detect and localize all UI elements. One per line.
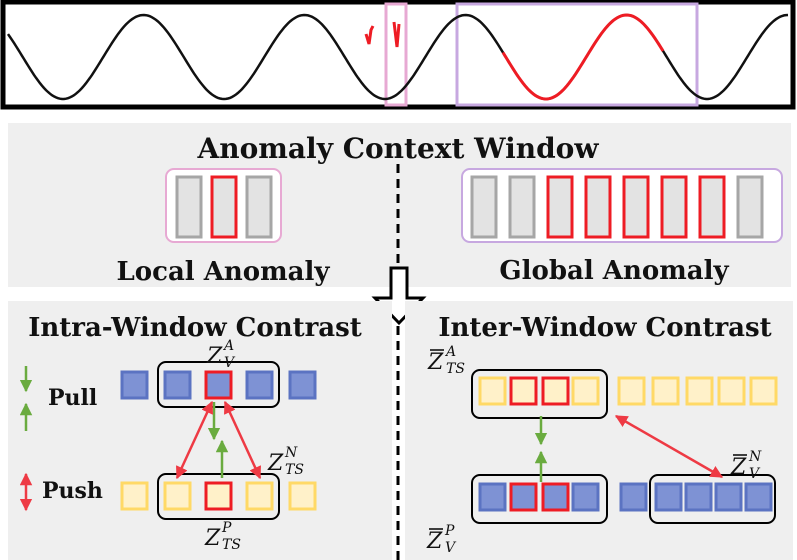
view-token-anomaly bbox=[541, 482, 570, 512]
local-token-normal bbox=[175, 175, 203, 239]
view-token-anomaly bbox=[204, 370, 233, 400]
context-window-panel: Anomaly Context Window Local Anomaly Glo… bbox=[8, 123, 791, 287]
intra-push-arrow-left bbox=[175, 400, 214, 480]
ts-token bbox=[571, 376, 600, 406]
inter-ts-anomaly-window-outline bbox=[471, 369, 608, 419]
view-token bbox=[684, 482, 713, 512]
local-anomaly-spike bbox=[364, 21, 401, 48]
symbol-z-v-a: Z A V bbox=[206, 338, 236, 371]
local-token-anomaly bbox=[210, 175, 238, 239]
global-token-normal bbox=[736, 175, 764, 239]
svg-text:Z: Z bbox=[427, 350, 444, 375]
ts-token bbox=[717, 376, 746, 406]
view-token bbox=[120, 370, 149, 400]
svg-text:A: A bbox=[222, 338, 234, 354]
view-token-anomaly bbox=[509, 482, 538, 512]
ts-token bbox=[651, 376, 680, 406]
global-token-anomaly bbox=[622, 175, 650, 239]
symbol-z-ts-p: Z P TS bbox=[204, 520, 241, 553]
global-token-row bbox=[470, 175, 764, 239]
ts-token-anomaly bbox=[509, 376, 538, 406]
svg-text:A: A bbox=[444, 344, 456, 360]
inter-push-arrow bbox=[614, 414, 724, 479]
ts-token bbox=[163, 481, 192, 511]
svg-text:P: P bbox=[444, 523, 455, 539]
ts-token bbox=[245, 481, 274, 511]
ts-token bbox=[749, 376, 778, 406]
svg-text:V: V bbox=[224, 355, 236, 371]
svg-text:N: N bbox=[748, 449, 762, 465]
svg-text:Z: Z bbox=[267, 451, 284, 476]
view-token bbox=[619, 482, 648, 512]
inter-view-anomaly-window-outline bbox=[471, 474, 608, 524]
svg-text:Z: Z bbox=[426, 529, 443, 554]
intra-window-title: Intra-Window Contrast bbox=[28, 313, 362, 343]
intra-push-arrow-right bbox=[223, 400, 262, 480]
intra-ts-window-outline bbox=[157, 473, 280, 520]
view-token bbox=[478, 482, 507, 512]
view-token bbox=[245, 370, 274, 400]
view-token bbox=[714, 482, 743, 512]
time-series-frame bbox=[0, 0, 796, 110]
symbol-zbar-v-p: Z P V bbox=[426, 523, 457, 556]
global-token-anomaly bbox=[660, 175, 688, 239]
ts-token bbox=[478, 376, 507, 406]
view-token bbox=[744, 482, 773, 512]
global-token-normal bbox=[470, 175, 498, 239]
local-anomaly-label: Local Anomaly bbox=[117, 257, 331, 287]
svg-text:V: V bbox=[445, 540, 457, 556]
pull-label: Pull bbox=[48, 385, 97, 411]
svg-text:TS: TS bbox=[222, 537, 241, 553]
ts-token bbox=[120, 481, 149, 511]
ts-token bbox=[685, 376, 714, 406]
view-token bbox=[288, 370, 317, 400]
svg-text:Z: Z bbox=[204, 526, 221, 551]
svg-text:TS: TS bbox=[446, 361, 465, 377]
symbol-z-ts-n: Z N TS bbox=[267, 445, 304, 478]
global-token-anomaly bbox=[698, 175, 726, 239]
svg-text:N: N bbox=[284, 445, 298, 461]
view-token bbox=[571, 482, 600, 512]
ts-token bbox=[288, 481, 317, 511]
inter-ts-token-row bbox=[478, 376, 778, 406]
push-label: Push bbox=[42, 478, 103, 504]
global-token-anomaly bbox=[584, 175, 612, 239]
global-token-normal bbox=[508, 175, 536, 239]
svg-text:V: V bbox=[749, 466, 761, 482]
inter-panel-bg bbox=[405, 301, 793, 560]
global-anomaly-label: Global Anomaly bbox=[499, 256, 729, 286]
contrast-panel: Intra-Window Contrast Inter-Window Contr… bbox=[8, 301, 793, 560]
local-anomaly-window bbox=[384, 2, 408, 107]
time-series-panel bbox=[0, 0, 796, 110]
global-anomaly-signal bbox=[501, 13, 665, 101]
inter-view-token-row bbox=[478, 482, 773, 512]
symbol-zbar-v-n: Z N V bbox=[730, 449, 762, 482]
svg-text:TS: TS bbox=[285, 462, 304, 478]
intra-view-window-outline bbox=[157, 361, 280, 408]
ts-token-anomaly bbox=[204, 481, 233, 511]
svg-text:P: P bbox=[221, 520, 232, 536]
symbol-zbar-ts-a: Z A TS bbox=[427, 344, 465, 377]
view-token bbox=[654, 482, 683, 512]
ts-token bbox=[617, 376, 646, 406]
ts-token-anomaly bbox=[541, 376, 570, 406]
context-panel-title: Anomaly Context Window bbox=[197, 132, 600, 165]
svg-text:Z: Z bbox=[730, 455, 747, 480]
view-token bbox=[163, 370, 192, 400]
local-token-normal bbox=[245, 175, 273, 239]
inter-window-title: Inter-Window Contrast bbox=[438, 313, 771, 343]
global-anomaly-window bbox=[455, 2, 699, 107]
global-token-anomaly bbox=[546, 175, 574, 239]
svg-text:Z: Z bbox=[206, 344, 223, 369]
